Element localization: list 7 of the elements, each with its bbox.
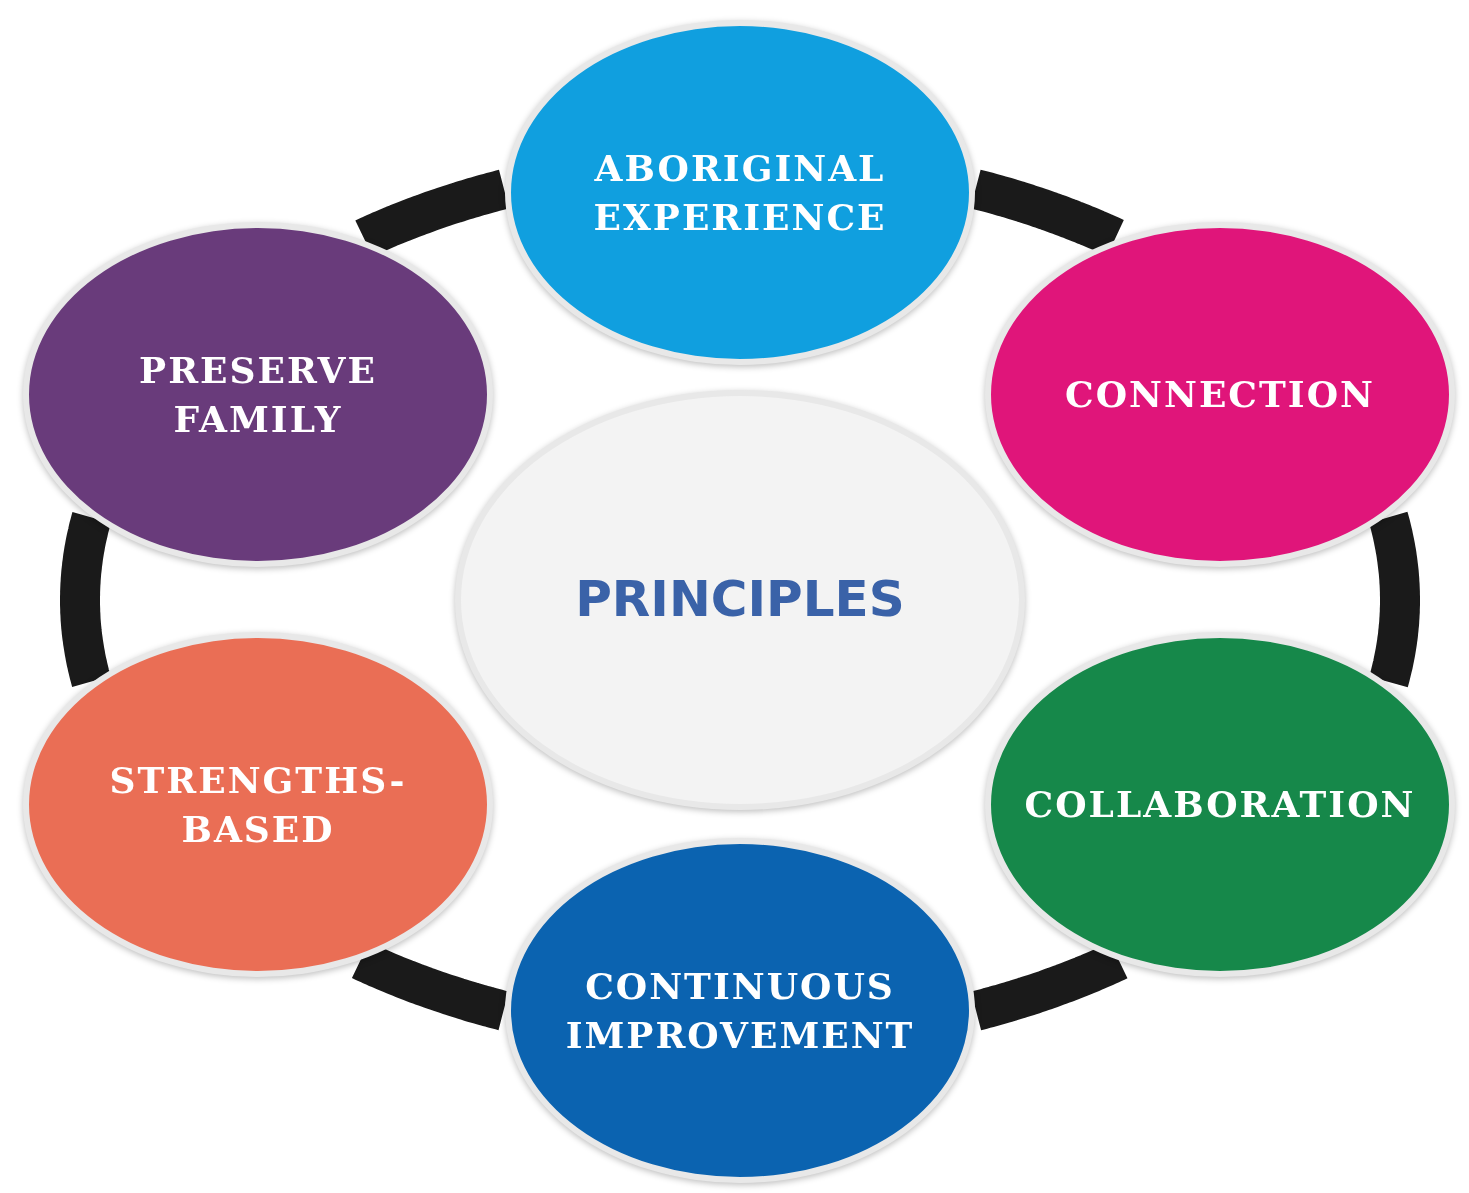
- center-title: PRINCIPLES: [574, 569, 906, 631]
- principle-label: ABORIGINAL EXPERIENCE: [592, 145, 888, 240]
- principle-label: CONNECTION: [1064, 372, 1376, 418]
- principle-label: COLLABORATION: [1023, 782, 1417, 828]
- principle-label: PRESERVE FAMILY: [138, 347, 378, 442]
- principle-label: STRENGTHS-BASED: [108, 757, 408, 852]
- principle-label: CONTINUOUS IMPROVEMENT: [564, 963, 916, 1058]
